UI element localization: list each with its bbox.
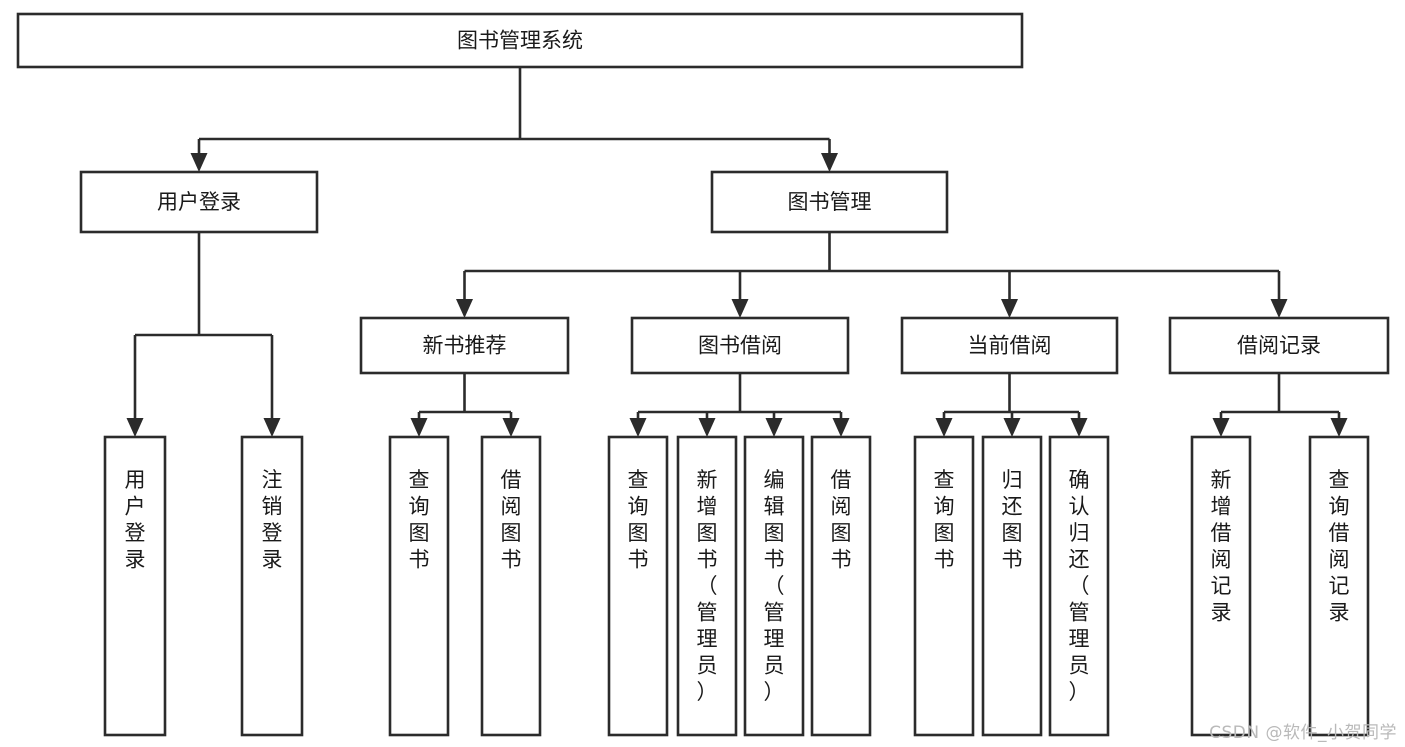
- node-box-borrow-book-1: [480, 435, 542, 737]
- arrow-head-icon-new-book-recommend: [456, 299, 473, 318]
- arrow-head-icon-query-book-3: [935, 418, 953, 437]
- node-label-add-book-admin: 新增图书（管理员）: [697, 468, 718, 704]
- node-edit-book-admin[interactable]: 编辑图书（管理员）: [743, 435, 805, 737]
- arrow-head-icon-return-book: [1003, 418, 1021, 437]
- node-confirm-return-admin[interactable]: 确认归还（管理员）: [1048, 435, 1110, 737]
- node-label-book-management: 图书管理: [788, 190, 872, 214]
- node-box-new-book-recommend: [359, 316, 570, 375]
- connectors-layer: [126, 67, 1348, 437]
- node-box-add-borrow-record: [1190, 435, 1252, 737]
- node-book-borrow[interactable]: 图书借阅: [630, 316, 850, 375]
- node-new-book-recommend[interactable]: 新书推荐: [359, 316, 570, 375]
- node-borrow-records[interactable]: 借阅记录: [1168, 316, 1390, 375]
- node-box-add-book-admin: [676, 435, 738, 737]
- nodes-layer: 图书管理系统用户登录用户登录注销登录图书管理新书推荐查询图书借阅图书图书借阅查询…: [16, 12, 1390, 737]
- node-label-edit-book-admin: 编辑图书（管理员）: [764, 468, 785, 704]
- node-label-query-book-2: 查询图书: [628, 468, 649, 572]
- arrow-head-icon-query-borrow-record: [1330, 418, 1348, 437]
- arrow-head-icon-add-borrow-record: [1212, 418, 1230, 437]
- node-query-book-2[interactable]: 查询图书: [607, 435, 669, 737]
- node-box-book-borrow: [630, 316, 850, 375]
- node-box-current-borrow: [900, 316, 1119, 375]
- node-user-login-leaf[interactable]: 用户登录: [103, 435, 167, 737]
- node-query-book-1[interactable]: 查询图书: [388, 435, 450, 737]
- node-label-book-borrow: 图书借阅: [698, 334, 782, 358]
- arrow-head-icon-borrow-records: [1270, 299, 1288, 318]
- node-add-borrow-record[interactable]: 新增借阅记录: [1190, 435, 1252, 737]
- node-current-borrow[interactable]: 当前借阅: [900, 316, 1119, 375]
- node-box-user-login: [79, 170, 319, 234]
- node-box-query-borrow-record: [1308, 435, 1370, 737]
- node-label-current-borrow: 当前借阅: [968, 334, 1052, 358]
- node-label-query-book-1: 查询图书: [409, 468, 430, 572]
- arrow-head-icon-user-login: [190, 153, 208, 172]
- node-label-new-book-recommend: 新书推荐: [423, 334, 507, 358]
- node-label-borrow-records: 借阅记录: [1237, 334, 1321, 358]
- arrow-head-icon-query-book-2: [629, 418, 647, 437]
- arrow-head-icon-query-book-1: [410, 418, 428, 437]
- arrow-head-icon-user-login-leaf: [126, 418, 144, 437]
- arrow-head-icon-user-logout-leaf: [263, 418, 281, 437]
- node-label-query-book-3: 查询图书: [934, 468, 955, 572]
- node-label-confirm-return-admin: 确认归还（管理员）: [1069, 468, 1090, 704]
- node-box-query-book-3: [913, 435, 975, 737]
- arrow-head-icon-borrow-book-2: [832, 418, 850, 437]
- node-label-return-book: 归还图书: [1002, 468, 1023, 572]
- node-box-edit-book-admin: [743, 435, 805, 737]
- node-box-return-book: [981, 435, 1043, 737]
- node-add-book-admin[interactable]: 新增图书（管理员）: [676, 435, 738, 737]
- arrow-head-icon-confirm-return-admin: [1070, 418, 1088, 437]
- arrow-head-icon-current-borrow: [1001, 299, 1018, 318]
- node-box-user-login-leaf: [103, 435, 167, 737]
- node-book-management[interactable]: 图书管理: [710, 170, 949, 234]
- node-box-root: [16, 12, 1024, 69]
- arrow-head-icon-add-book-admin: [698, 418, 716, 437]
- arrow-head-icon-book-management: [821, 153, 838, 172]
- node-user-logout-leaf[interactable]: 注销登录: [240, 435, 304, 737]
- arrow-head-icon-book-borrow: [731, 299, 749, 318]
- node-root[interactable]: 图书管理系统: [16, 12, 1024, 69]
- node-label-borrow-book-1: 借阅图书: [501, 468, 522, 572]
- node-box-book-management: [710, 170, 949, 234]
- arrow-head-icon-borrow-book-1: [502, 418, 520, 437]
- node-box-user-logout-leaf: [240, 435, 304, 737]
- node-user-login[interactable]: 用户登录: [79, 170, 319, 234]
- node-label-user-login-leaf: 用户登录: [125, 468, 146, 572]
- node-box-confirm-return-admin: [1048, 435, 1110, 737]
- node-borrow-book-1[interactable]: 借阅图书: [480, 435, 542, 737]
- node-box-borrow-book-2: [810, 435, 872, 737]
- node-return-book[interactable]: 归还图书: [981, 435, 1043, 737]
- node-label-query-borrow-record: 查询借阅记录: [1329, 468, 1350, 625]
- node-borrow-book-2[interactable]: 借阅图书: [810, 435, 872, 737]
- node-box-borrow-records: [1168, 316, 1390, 375]
- node-query-borrow-record[interactable]: 查询借阅记录: [1308, 435, 1370, 737]
- node-box-query-book-2: [607, 435, 669, 737]
- node-label-user-logout-leaf: 注销登录: [262, 468, 283, 572]
- arrow-head-icon-edit-book-admin: [765, 418, 783, 437]
- node-query-book-3[interactable]: 查询图书: [913, 435, 975, 737]
- node-label-user-login: 用户登录: [157, 190, 241, 214]
- node-label-add-borrow-record: 新增借阅记录: [1211, 468, 1232, 625]
- node-label-borrow-book-2: 借阅图书: [831, 468, 852, 572]
- node-label-root: 图书管理系统: [457, 29, 583, 53]
- node-box-query-book-1: [388, 435, 450, 737]
